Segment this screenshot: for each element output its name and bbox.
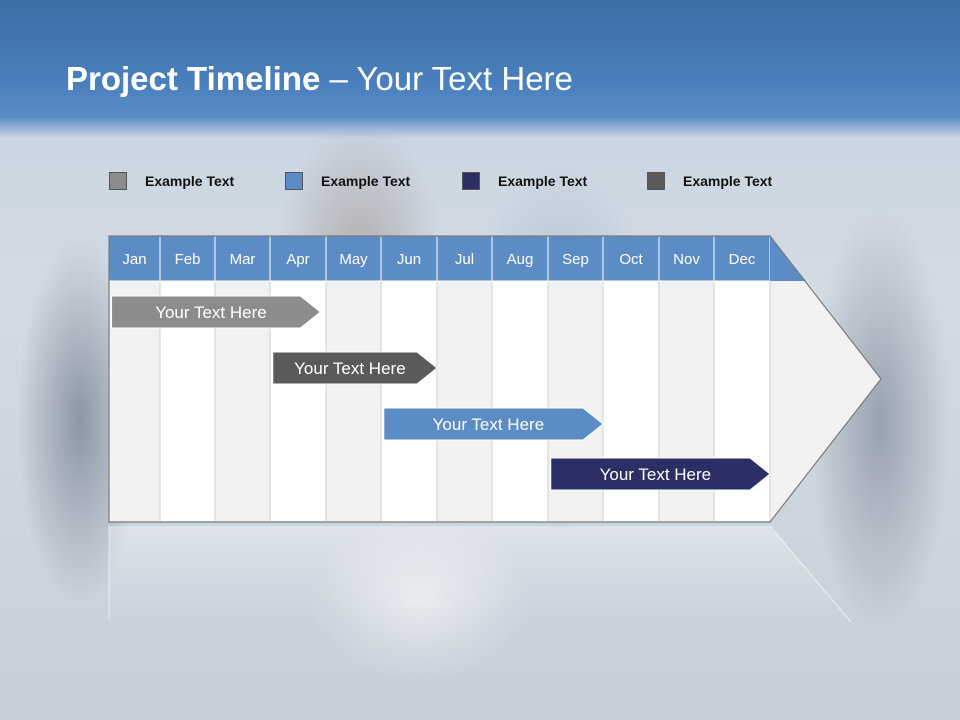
month-label-nov: Nov xyxy=(673,251,700,268)
month-column-jul xyxy=(436,280,493,523)
legend-label-4: Example Text xyxy=(683,173,773,189)
month-column-may xyxy=(325,280,382,523)
month-header: Jan Feb Mar Apr May Jun Jul Aug Sep Oct Nov Dec xyxy=(108,235,806,282)
reflection-edge xyxy=(769,525,852,623)
legend-item-4: Example Text xyxy=(647,170,772,192)
slide-title: Project Timeline – Your Text Here xyxy=(66,60,573,98)
legend-label-3: Example Text xyxy=(498,173,588,189)
month-label-aug: Aug xyxy=(507,251,534,268)
title-bar xyxy=(0,0,960,138)
month-column-aug xyxy=(491,280,549,523)
month-label-oct: Oct xyxy=(619,251,643,268)
timeline-border xyxy=(108,235,882,523)
month-label-dec: Dec xyxy=(729,251,756,268)
month-label-sep: Sep xyxy=(562,251,589,268)
month-header-cell-dec xyxy=(713,235,771,282)
month-header-cell-jul xyxy=(436,235,493,282)
timeline-reflection xyxy=(108,525,852,623)
legend-item-2: Example Text xyxy=(285,170,410,192)
timeline-outline xyxy=(108,235,882,523)
month-label-apr: Apr xyxy=(286,251,309,268)
legend-swatch-3 xyxy=(462,172,480,190)
task-bar-2 xyxy=(272,351,438,385)
task-label-4: Your Text Here xyxy=(600,465,712,484)
month-label-may: May xyxy=(339,251,368,268)
legend-label-2: Example Text xyxy=(321,173,411,189)
month-label-jan: Jan xyxy=(122,251,146,268)
month-column-jun xyxy=(380,280,438,523)
month-header-cell-may xyxy=(325,235,382,282)
title-bold: Project Timeline xyxy=(66,60,321,97)
legend-swatch-1 xyxy=(109,172,127,190)
legend-swatch-2 xyxy=(285,172,303,190)
task-label-2: Your Text Here xyxy=(294,359,406,378)
title-rest: – Your Text Here xyxy=(320,60,573,97)
task-bar-4 xyxy=(550,457,771,491)
month-label-jul: Jul xyxy=(455,251,474,268)
month-label-feb: Feb xyxy=(175,251,201,268)
legend-label-1: Example Text xyxy=(145,173,235,189)
month-header-cell-sep xyxy=(547,235,604,282)
month-label-mar: Mar xyxy=(230,251,256,268)
timeline-reflection-shape xyxy=(109,526,851,622)
month-header-cell-apr xyxy=(269,235,327,282)
legend-swatch-4 xyxy=(647,172,665,190)
task-label-3: Your Text Here xyxy=(433,415,545,434)
legend-item-1: Example Text xyxy=(109,170,234,192)
task-bar-3 xyxy=(383,407,604,441)
month-header-cell-oct xyxy=(602,235,660,282)
legend-item-3: Example Text xyxy=(462,170,587,192)
arrow-head-body xyxy=(770,236,881,522)
task-label-1: Your Text Here xyxy=(155,303,267,322)
task-bar-1 xyxy=(111,295,322,329)
month-label-jun: Jun xyxy=(397,251,421,268)
